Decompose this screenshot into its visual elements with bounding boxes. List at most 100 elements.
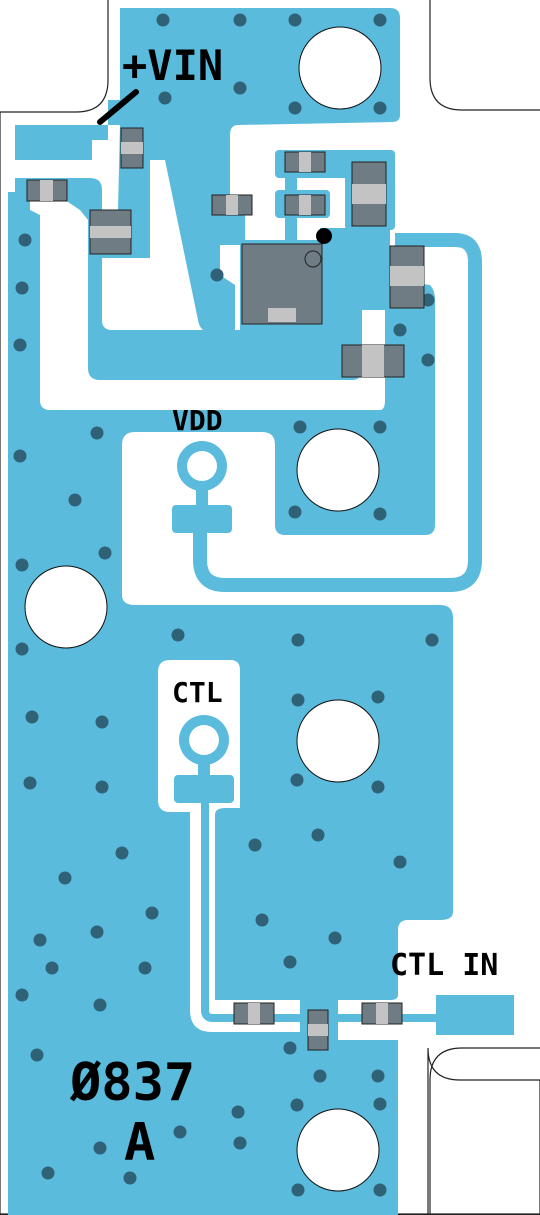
via xyxy=(90,426,104,440)
via xyxy=(115,846,129,860)
smd-component xyxy=(120,127,144,169)
mount-hole xyxy=(296,699,380,783)
vdd-pad-neck xyxy=(196,488,208,508)
via xyxy=(373,507,387,521)
via xyxy=(421,293,435,307)
via xyxy=(145,906,159,920)
vdd-solder-pad xyxy=(172,505,232,533)
via xyxy=(393,855,407,869)
smd-component xyxy=(361,1002,403,1025)
via xyxy=(15,558,29,572)
via xyxy=(373,101,387,115)
via xyxy=(291,1183,305,1197)
smd-component xyxy=(389,245,425,309)
via xyxy=(30,1048,44,1062)
via xyxy=(291,633,305,647)
smd-component xyxy=(211,194,253,216)
via xyxy=(293,420,307,434)
component-group xyxy=(26,127,425,1051)
via xyxy=(210,268,224,282)
via xyxy=(33,933,47,947)
via xyxy=(13,449,27,463)
via xyxy=(68,493,82,507)
via xyxy=(248,838,262,852)
smd-component xyxy=(284,151,326,173)
ic-package xyxy=(241,243,323,325)
trace-ctl xyxy=(201,800,440,1022)
via xyxy=(41,1166,55,1180)
via xyxy=(233,1136,247,1150)
via xyxy=(288,13,302,27)
pin1-marker-dot xyxy=(316,228,332,244)
via xyxy=(158,91,172,105)
via xyxy=(15,281,29,295)
via xyxy=(371,690,385,704)
label-ctl: CTL xyxy=(172,676,223,709)
via xyxy=(45,961,59,975)
via xyxy=(311,828,325,842)
mount-hole xyxy=(298,26,382,110)
smd-component xyxy=(89,209,132,255)
via xyxy=(95,715,109,729)
label-ctl-in: CTL IN xyxy=(390,948,498,983)
smd-component xyxy=(26,179,68,202)
via xyxy=(373,1097,387,1111)
board-outline-right xyxy=(429,0,540,111)
label-vdd: VDD xyxy=(172,404,223,437)
via xyxy=(95,780,109,794)
board-outline-bottom-notch xyxy=(429,1047,540,1215)
ctl-in-pad xyxy=(436,995,514,1035)
via xyxy=(233,81,247,95)
via xyxy=(13,338,27,352)
via xyxy=(373,13,387,27)
via xyxy=(98,546,112,560)
via xyxy=(373,1183,387,1197)
smd-component xyxy=(307,1009,329,1051)
via xyxy=(156,13,170,27)
via xyxy=(18,233,32,247)
via xyxy=(231,1105,245,1119)
vin-silk-mark xyxy=(97,89,139,125)
via xyxy=(290,773,304,787)
via xyxy=(25,710,39,724)
via xyxy=(255,913,269,927)
via xyxy=(233,13,247,27)
via xyxy=(290,1098,304,1112)
smd-component xyxy=(233,1002,275,1025)
smd-component xyxy=(284,194,326,216)
mount-hole-group xyxy=(24,26,382,1192)
via xyxy=(93,998,107,1012)
mount-hole xyxy=(296,428,380,512)
via xyxy=(283,955,297,969)
via xyxy=(58,871,72,885)
via xyxy=(313,1069,327,1083)
via xyxy=(288,505,302,519)
label-vin: +VIN xyxy=(122,41,223,90)
via xyxy=(138,961,152,975)
via xyxy=(90,925,104,939)
via xyxy=(23,776,37,790)
via xyxy=(425,633,439,647)
vdd-test-pad-hole xyxy=(187,451,217,481)
via xyxy=(123,1171,137,1185)
via xyxy=(15,988,29,1002)
via xyxy=(15,642,29,656)
via xyxy=(283,1041,297,1055)
ctl-solder-pad xyxy=(174,775,234,803)
label-revision: A xyxy=(124,1113,155,1173)
via xyxy=(173,1125,187,1139)
via xyxy=(328,931,342,945)
mount-hole xyxy=(24,565,108,649)
via xyxy=(421,353,435,367)
via xyxy=(371,1069,385,1083)
via xyxy=(291,693,305,707)
via xyxy=(171,628,185,642)
via xyxy=(373,420,387,434)
smd-component xyxy=(351,161,387,227)
via xyxy=(93,1141,107,1155)
copper-top-left-pad xyxy=(15,125,108,160)
trace-vdd-loop xyxy=(193,233,482,592)
ctl-test-pad-hole xyxy=(189,725,219,755)
